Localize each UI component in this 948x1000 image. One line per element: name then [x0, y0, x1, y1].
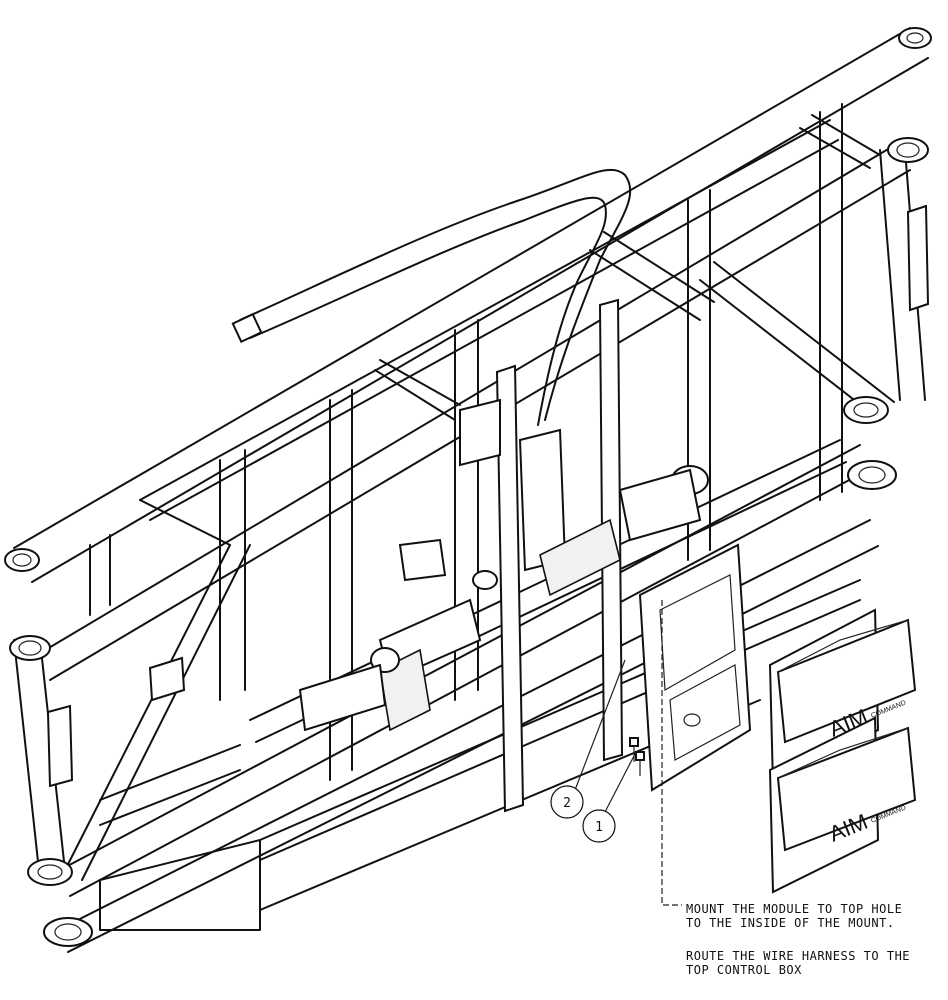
pivot-ring-top-right	[898, 27, 932, 49]
callout-2: 2	[550, 659, 626, 819]
aim-command-module-bottom: AIM COMMAND	[768, 716, 917, 894]
pivot-ring-left-mid	[9, 635, 51, 661]
note-leader-line	[661, 600, 682, 906]
pivot-ring-right-mid	[887, 137, 929, 163]
module-mount-cover	[638, 543, 752, 792]
pivot-ring-right-bottom	[847, 460, 897, 490]
assembly-notes: MOUNT THE MODULE TO TOP HOLE TO THE INSI…	[686, 902, 910, 977]
callout-1: 1	[582, 751, 637, 843]
valve-plumbing	[298, 428, 709, 732]
note-line-4: TOP CONTROL BOX	[686, 963, 802, 977]
callout-2-number: 2	[563, 796, 571, 811]
pivot-ring-left-low	[27, 858, 73, 886]
mounting-bolts	[629, 737, 645, 776]
upright-brackets	[46, 204, 930, 788]
pivot-ring-right-low	[843, 396, 889, 424]
callout-1-number: 1	[595, 820, 603, 835]
mount-bracket-back	[459, 398, 501, 467]
hose	[231, 168, 632, 426]
note-line-2: TO THE INSIDE OF THE MOUNT.	[686, 916, 895, 930]
note-line-3: ROUTE THE WIRE HARNESS TO THE	[686, 949, 910, 963]
pivot-rings	[4, 27, 932, 947]
mount-plate-left	[495, 364, 525, 813]
pivot-ring-top-left	[4, 548, 40, 572]
pivot-ring-left-bottom	[43, 917, 93, 947]
note-line-1: MOUNT THE MODULE TO TOP HOLE	[686, 902, 902, 916]
